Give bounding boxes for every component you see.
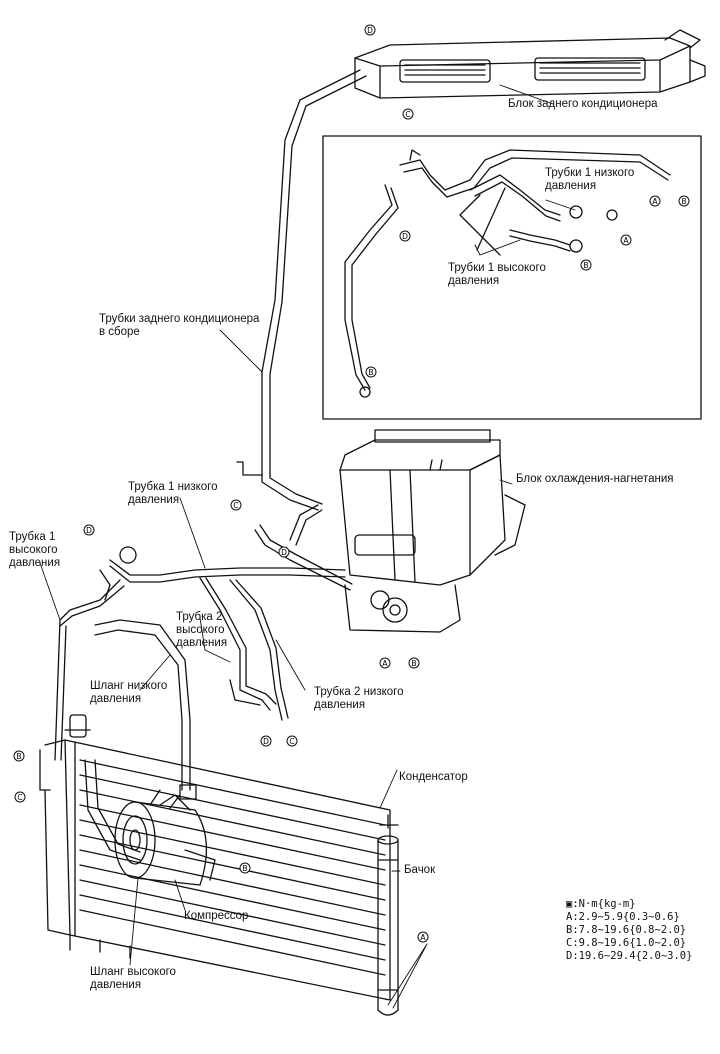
label-inset-low-pipes: Трубки 1 низкого давления xyxy=(545,167,635,192)
marker-b-inset1: B xyxy=(678,195,690,207)
marker-a-inset1: A xyxy=(649,195,661,207)
marker-b-inset1-text: B xyxy=(681,197,686,206)
marker-c-left: C xyxy=(14,791,26,803)
legend-marker-a: A xyxy=(566,911,573,923)
marker-a-inset2-text: A xyxy=(623,236,629,245)
legend-text-d: :19.6~29.4{2.0~3.0} xyxy=(572,950,693,962)
cooling-blower-unit-drawing xyxy=(339,429,526,633)
marker-d-left-text: D xyxy=(86,526,92,535)
legend-text-a: :2.9~5.9{0.3~0.6} xyxy=(572,911,680,923)
legend-text-c: :9.8~19.6{1.0~2.0} xyxy=(572,937,687,949)
legend-marker-b: B xyxy=(566,924,573,936)
marker-c-mid: C xyxy=(230,499,242,511)
marker-a-receiver-text: A xyxy=(420,933,426,942)
marker-b-inset3: B xyxy=(365,366,377,378)
marker-d-inset: D xyxy=(399,230,411,242)
compressor-drawing xyxy=(114,789,216,886)
label-high-pipe-2: Трубка 2 высокого давления xyxy=(176,611,228,649)
legend-marker-c: C xyxy=(566,937,573,949)
marker-b-inset2: B xyxy=(580,259,592,271)
legend-unit-row: ▣:N·m{kg-m} xyxy=(566,898,636,910)
torque-markers: D C D A B A B B C D D A B D C B C B A xyxy=(13,24,690,943)
marker-d-bottom: D xyxy=(260,735,272,747)
marker-a-receiver: A xyxy=(417,931,429,943)
marker-c-mid-text: C xyxy=(233,501,238,510)
label-rear-ac-unit: Блок заднего кондиционера xyxy=(508,98,658,110)
torque-legend: ▣:N·m{kg-m} A:2.9~5.9{0.3~0.6} B:7.8~19.… xyxy=(566,898,692,963)
marker-c-bottom: C xyxy=(286,735,298,747)
front-pipes-drawing xyxy=(54,504,353,761)
marker-a-inset2: A xyxy=(620,234,632,246)
marker-d-mid: D xyxy=(278,546,290,558)
marker-a-inset1-text: A xyxy=(652,197,658,206)
marker-d-left: D xyxy=(83,524,95,536)
legend-marker-d: D xyxy=(566,950,573,962)
label-rear-ac-pipes: Трубки заднего кондиционера в сборе xyxy=(99,313,260,338)
label-condenser: Конденсатор xyxy=(399,771,468,783)
legend-row-a: A:2.9~5.9{0.3~0.6} xyxy=(566,911,692,924)
marker-b-unit: B xyxy=(408,657,420,669)
marker-b-left: B xyxy=(13,750,25,762)
inset-pipes-drawing xyxy=(344,149,671,398)
label-low-hose: Шланг низкого давления xyxy=(90,680,168,705)
rear-ac-pipes-drawing xyxy=(236,69,367,511)
marker-d-top-text: D xyxy=(367,26,373,35)
receiver-drawing xyxy=(377,814,399,1016)
marker-d-top: D xyxy=(364,24,376,36)
marker-a-unit-text: A xyxy=(382,659,388,668)
marker-b-left-text: B xyxy=(16,752,21,761)
label-receiver: Бачок xyxy=(404,864,436,876)
rear-ac-unit-drawing xyxy=(354,29,706,99)
condenser-drawing xyxy=(39,714,391,1001)
marker-b-inset3-text: B xyxy=(368,368,373,377)
inset-frame xyxy=(322,135,702,420)
marker-a-unit: A xyxy=(379,657,391,669)
marker-d-bottom-text: D xyxy=(263,737,269,746)
marker-d-mid-text: D xyxy=(281,548,287,557)
legend-row-b: B:7.8~19.6{0.8~2.0} xyxy=(566,924,692,937)
label-low-pipe-2: Трубка 2 низкого давления xyxy=(314,686,404,711)
label-cooling-blower-unit: Блок охлаждения-нагнетания xyxy=(516,473,674,485)
label-high-hose: Шланг высокого давления xyxy=(90,966,176,991)
marker-c-left-text: C xyxy=(17,793,22,802)
marker-c-top-text: C xyxy=(405,110,410,119)
marker-b-compressor-text: B xyxy=(242,864,247,873)
marker-d-inset-text: D xyxy=(402,232,408,241)
legend-row-c: C:9.8~19.6{1.0~2.0} xyxy=(566,937,692,950)
leader-lines xyxy=(39,84,576,1009)
torque-wrench-icon: ▣ xyxy=(566,898,573,910)
marker-b-compressor: B xyxy=(239,862,251,874)
marker-c-bottom-text: C xyxy=(289,737,294,746)
marker-b-inset2-text: B xyxy=(583,261,588,270)
label-inset-high-pipes: Трубки 1 высокого давления xyxy=(448,262,546,287)
legend-text-b: :7.8~19.6{0.8~2.0} xyxy=(572,924,687,936)
legend-unit: N·m{kg-m} xyxy=(578,898,636,910)
label-high-pipe-1: Трубка 1 высокого давления xyxy=(9,531,61,569)
legend-row-d: D:19.6~29.4{2.0~3.0} xyxy=(566,950,692,963)
label-low-pipe-1: Трубка 1 низкого давления xyxy=(128,481,218,506)
label-compressor: Компрессор xyxy=(184,910,249,922)
marker-c-top: C xyxy=(402,108,414,120)
marker-b-unit-text: B xyxy=(411,659,416,668)
